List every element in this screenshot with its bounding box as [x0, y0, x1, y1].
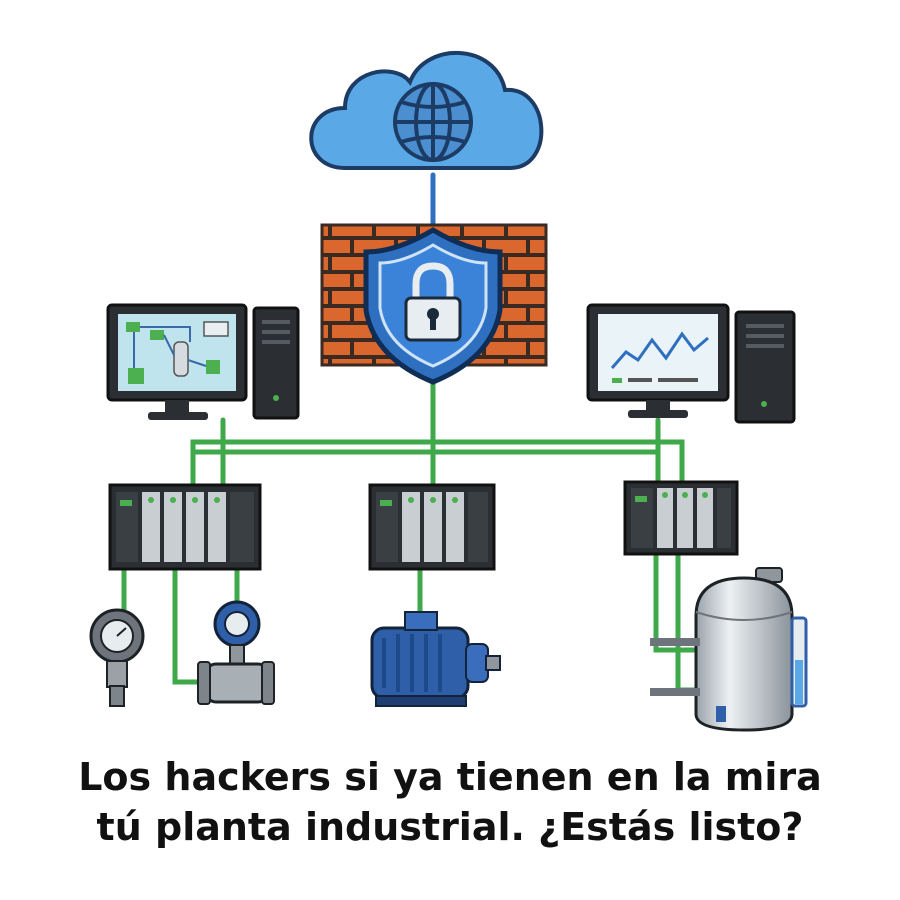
- caption: Los hackers si ya tienen en la mira tú p…: [0, 752, 900, 852]
- plc-icon: [368, 483, 496, 571]
- globe-icon: [393, 82, 473, 162]
- plc-icon: [108, 483, 262, 571]
- cloud-icon: [309, 50, 544, 170]
- computer-icon: [106, 303, 300, 420]
- computer-icon: [586, 303, 796, 424]
- caption-line-2: tú planta industrial. ¿Estás listo?: [96, 805, 804, 849]
- padlock-icon: [404, 262, 462, 342]
- tank-icon: [694, 567, 808, 732]
- caption-line-1: Los hackers si ya tienen en la mira: [78, 755, 822, 799]
- plc-icon: [623, 480, 739, 556]
- pressure-sensor-icon: [89, 608, 145, 707]
- flowmeter-icon: [197, 600, 275, 705]
- motor-icon: [370, 611, 501, 707]
- tank-piping: [650, 638, 700, 696]
